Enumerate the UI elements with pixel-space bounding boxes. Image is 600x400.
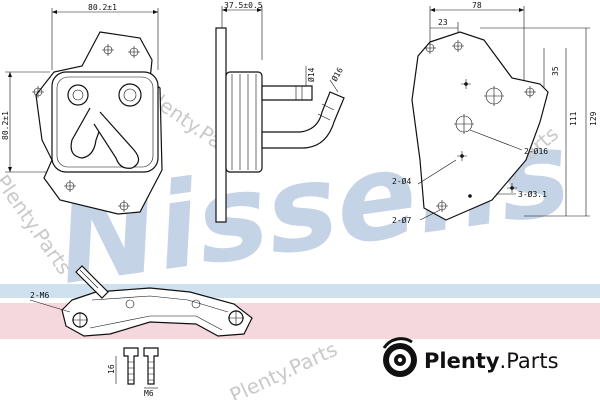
side-view: 37.5±0.5 Ø14 Ø16 <box>215 1 345 223</box>
front-height-label: 80.2±1 <box>1 111 10 140</box>
rear-view: 78 23 35 111 129 2-Ø16 2-Ø4 3-Ø3.1 <box>392 1 598 225</box>
rear-height-inner-label: 111 <box>569 111 578 126</box>
front-view: 80.2±1 80.2±1 <box>1 3 163 215</box>
logo-name: Plenty.Parts <box>424 349 559 373</box>
front-bolt-holes <box>32 44 140 212</box>
pipe-bracket: 2-M6 <box>29 265 253 337</box>
bolt-thread-label: M6 <box>144 389 154 398</box>
rear-offset-y-label: 35 <box>551 66 560 76</box>
bolt-length-label: 16 <box>107 364 116 374</box>
rear-width-total-label: 78 <box>472 1 482 10</box>
rear-callout-2-4: 2-Ø4 <box>392 176 411 186</box>
rear-callout-3-3-1: 3-Ø3.1 <box>518 189 547 199</box>
bolts: 16 M6 <box>107 347 159 398</box>
rear-callout-2-16: 2-Ø16 <box>524 146 548 156</box>
side-depth-label: 37.5±0.5 <box>224 1 263 10</box>
plenty-parts-logo: Plenty.Parts <box>382 337 559 377</box>
rear-height-total-label: 129 <box>589 111 598 126</box>
rear-callout-2-7: 2-Ø7 <box>392 215 411 225</box>
rear-offset-x-label: 23 <box>438 18 448 27</box>
bracket-thread-label: 2-M6 <box>30 291 49 300</box>
side-pipe1-dia-label: Ø14 <box>306 67 316 82</box>
brake-disc-icon <box>382 337 417 377</box>
text-watermark-4: Plenty.Parts <box>226 337 341 400</box>
side-pipe2-dia-label: Ø16 <box>329 65 345 83</box>
front-width-label: 80.2±1 <box>88 3 117 12</box>
